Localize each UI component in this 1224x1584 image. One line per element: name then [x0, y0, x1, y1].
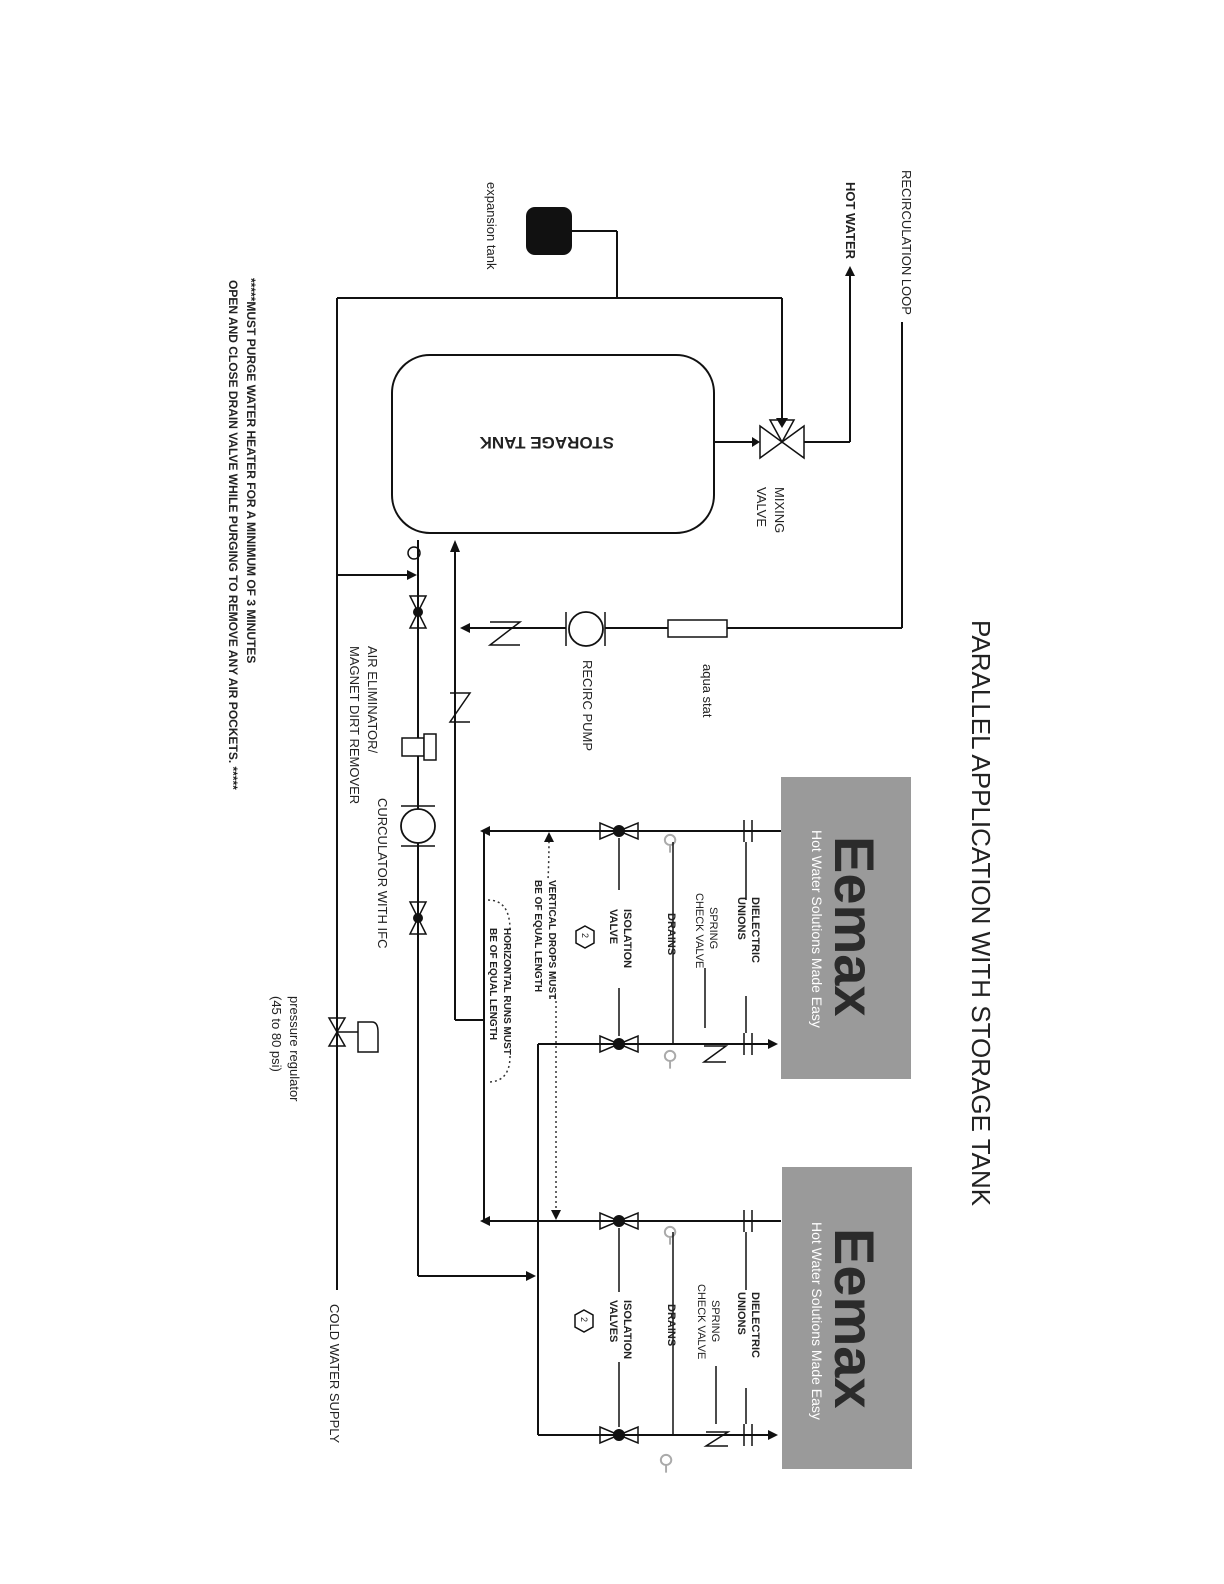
hot-water-label: HOT WATER [843, 182, 858, 260]
heater-1-hot-isolation-valve [599, 821, 639, 841]
heater-1-cold-isolation-valve [599, 1034, 639, 1054]
heater-2-brand: Eemax [823, 1228, 886, 1409]
heater-1-isolation-label-1: ISOLATION [621, 909, 633, 968]
heater-2-isolation-label-2: VALVES [607, 1300, 619, 1342]
cold-water-supply-label: COLD WATER SUPPLY [327, 1304, 342, 1444]
heater-2-drain-icon: ⚲ [662, 1222, 678, 1247]
heater-1-dielectric-label-1: DIELECTRIC [749, 897, 761, 963]
pressure-regulator-label-2: (45 to 80 psi) [269, 996, 284, 1072]
pressure-regulator-label-1: pressure regulator [287, 996, 302, 1102]
heater-2-badge-icon [574, 1309, 594, 1333]
recirculation-loop-label: RECIRCULATION LOOP [899, 170, 914, 315]
heater-1-dielectric-label-2: UNIONS [735, 897, 747, 940]
recirc-pump-icon [568, 611, 604, 647]
aqua-stat [667, 619, 728, 638]
mixing-valve-label-1: MIXING [772, 487, 787, 533]
heater-1-tagline: Hot Water Solutions Made Easy [809, 830, 825, 1028]
cold-isolation-valve-1 [408, 595, 428, 629]
storage-tank-text: STORAGE TANK [479, 433, 614, 452]
heater-2-hot-isolation-valve [599, 1211, 639, 1231]
heater-1-box [781, 777, 911, 1079]
vertical-drops-label-1: VERTICAL DROPS MUST [546, 880, 557, 999]
air-eliminator-label-2: MAGNET DIRT REMOVER [347, 646, 362, 804]
pressure-regulator-icon [327, 1017, 379, 1053]
air-eliminator-label-1: AIR ELIMINATOR/ [365, 646, 380, 754]
expansion-tank [526, 207, 572, 255]
expansion-tank-label: expansion tank [484, 182, 499, 270]
aqua-stat-label: aqua stat [700, 664, 715, 718]
recirc-check-valve-icon [487, 621, 523, 646]
mixing-valve-label-2: VALVE [754, 487, 769, 527]
heater-unit-1: Eemax Hot Water Solutions Made Easy [781, 777, 911, 1079]
heater-2-badge: 2 [579, 1317, 589, 1322]
heater-2-box [782, 1167, 912, 1469]
heater-2-check-label-1: SPRING [709, 1300, 721, 1342]
heater-unit-2: Eemax Hot Water Solutions Made Easy [782, 1167, 912, 1469]
circulator-label: CURCULATOR WITH IFC [375, 798, 390, 948]
purge-note-line-1: *****MUST PURGE WATER HEATER FOR A MINIM… [244, 278, 258, 663]
heater-1-check-valve-icon [701, 1045, 729, 1063]
air-eliminator-icon [401, 733, 437, 761]
heater-2-cold-isolation-valve [599, 1425, 639, 1445]
circulator-icon [400, 808, 436, 844]
heater-1-check-label-2: CHECK VALVE [693, 893, 705, 968]
heater-1-brand: Eemax [823, 836, 886, 1017]
heater-2-check-label-2: CHECK VALVE [695, 1284, 707, 1359]
heater-2-drains-label: DRAINS [665, 1304, 677, 1346]
heater-1-isolation-label-2: VALVE [607, 909, 619, 944]
return-check-valve-icon [448, 692, 472, 723]
cold-isolation-valve-2 [408, 901, 428, 935]
horizontal-runs-label-1: HORIZONTAL RUNS MUST [501, 928, 512, 1055]
horizontal-runs-label-2: BE OF EQUAL LENGTH [487, 928, 498, 1040]
storage-tank [391, 354, 715, 534]
diagram-title: PARALLEL APPLICATION WITH STORAGE TANK [966, 620, 996, 1207]
heater-2-check-valve-icon [703, 1431, 731, 1447]
heater-1-badge-icon [575, 925, 595, 949]
vertical-drops-label-2: BE OF EQUAL LENGTH [532, 880, 543, 992]
heater-2-tagline: Hot Water Solutions Made Easy [809, 1222, 825, 1420]
recirc-pump-label: RECIRC PUMP [580, 660, 595, 751]
heater-2-dielectric-label-1: DIELECTRIC [749, 1292, 761, 1358]
purge-note-line-2: OPEN AND CLOSE DRAIN VALVE WHILE PURGING… [226, 280, 240, 790]
heater-1-badge: 2 [580, 933, 590, 938]
heater-2-dielectric-label-2: UNIONS [735, 1292, 747, 1335]
heater-1-drains-label: DRAINS [665, 913, 677, 955]
heater-1-check-label-1: SPRING [707, 907, 719, 949]
heater-1-drain-icon-2: ⚲ [662, 1046, 678, 1071]
heater-2-isolation-label-1: ISOLATION [621, 1300, 633, 1359]
heater-2-drain-icon-2: ⚲ [658, 1450, 674, 1475]
heater-1-drain-icon: ⚲ [662, 830, 678, 855]
